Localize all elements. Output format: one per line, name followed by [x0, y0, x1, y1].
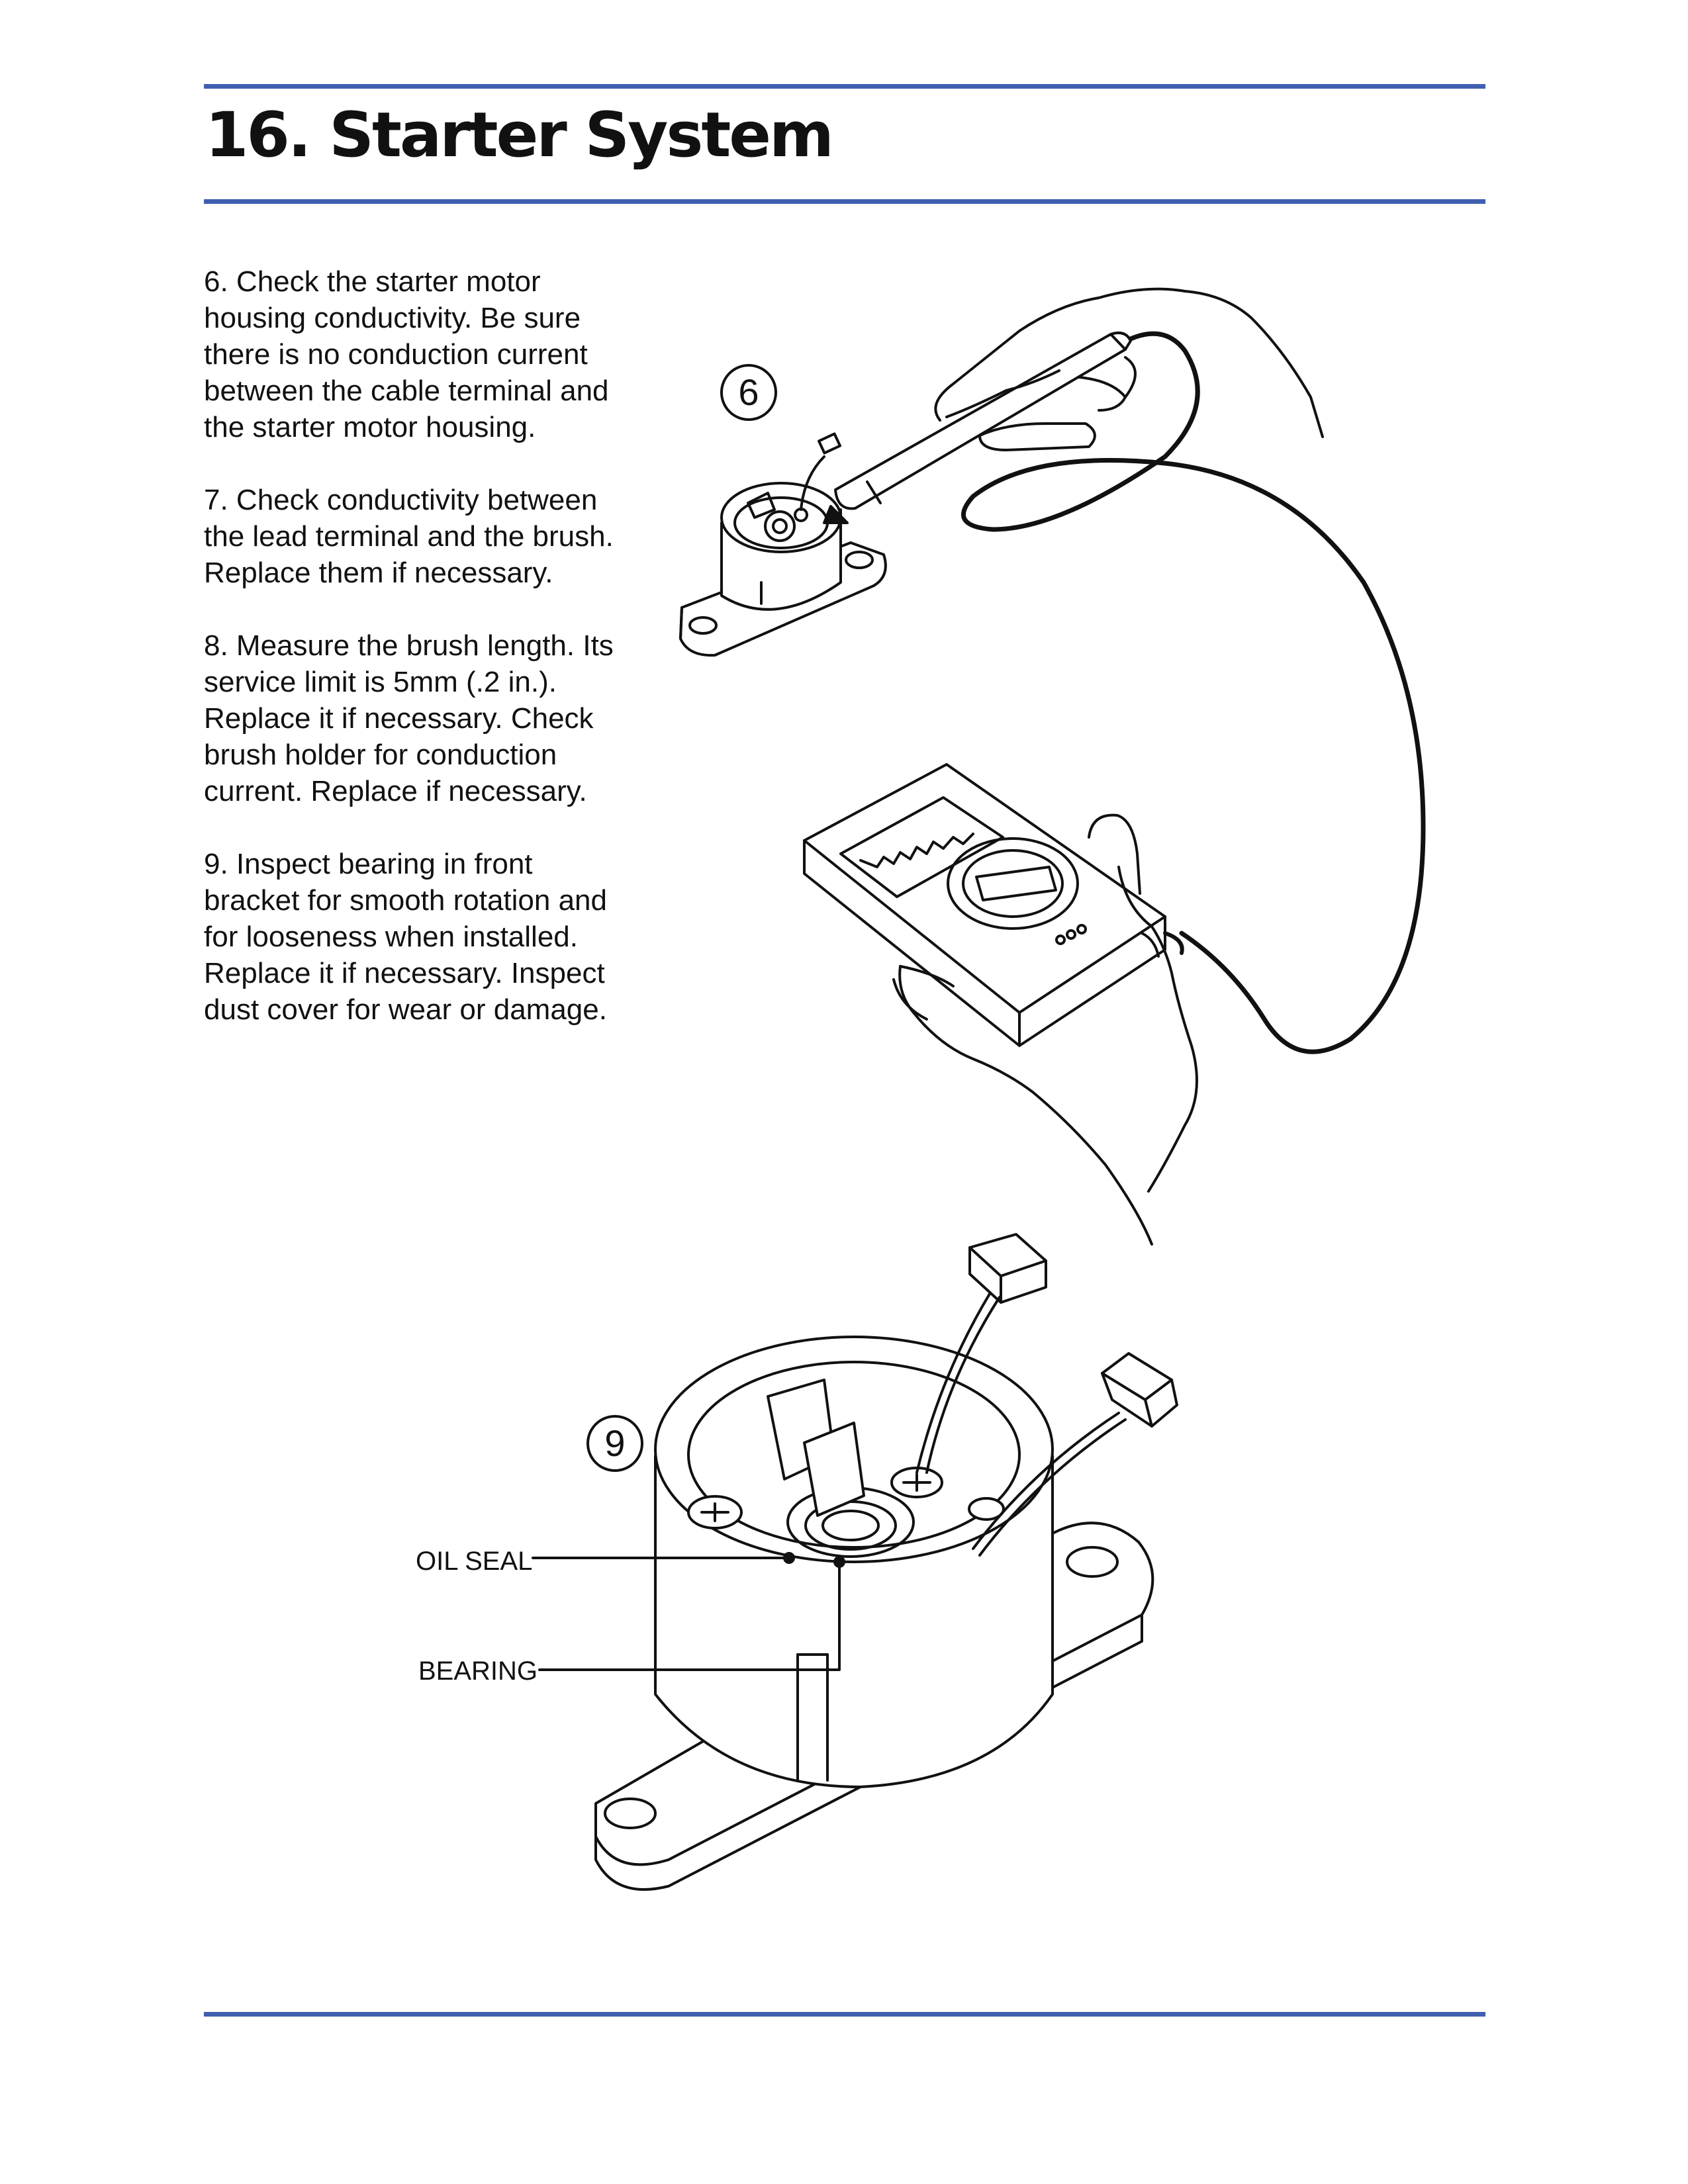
callout-leaders	[532, 1552, 845, 1671]
bottom-rule	[204, 2012, 1485, 2017]
figure-9-badge: 9	[586, 1415, 643, 1472]
title-underline-rule	[204, 199, 1485, 204]
figure-6-badge: 6	[720, 364, 777, 421]
step-9-text: 9. Inspect bearing in front bracket for …	[204, 848, 607, 1026]
upper-hand-drawing	[934, 287, 1324, 451]
multimeter-drawing	[803, 763, 1166, 1047]
callout-oil-seal: OIL SEAL	[416, 1547, 533, 1576]
probe-cable-drawing	[961, 331, 1426, 1054]
small-motor-housing-drawing	[679, 432, 887, 657]
step-6-text: 6. Check the starter motor housing condu…	[204, 265, 609, 443]
top-rule	[204, 84, 1485, 89]
step-7-text: 7. Check conductivity between the lead t…	[204, 484, 614, 589]
page-title: 16. Starter System	[205, 99, 834, 171]
step-8-text: 8. Measure the brush length. Its service…	[204, 629, 614, 807]
connector-upper-drawing	[968, 1233, 1047, 1304]
figure-6-multimeter-test	[679, 287, 1426, 1246]
callout-bearing: BEARING	[418, 1657, 538, 1686]
connector-lower-drawing	[1101, 1352, 1178, 1428]
lower-hand-drawing	[892, 813, 1198, 1246]
instruction-steps: 6. Check the starter motor housing condu…	[204, 263, 641, 1064]
figure-9-housing-closeup	[532, 1233, 1178, 1891]
